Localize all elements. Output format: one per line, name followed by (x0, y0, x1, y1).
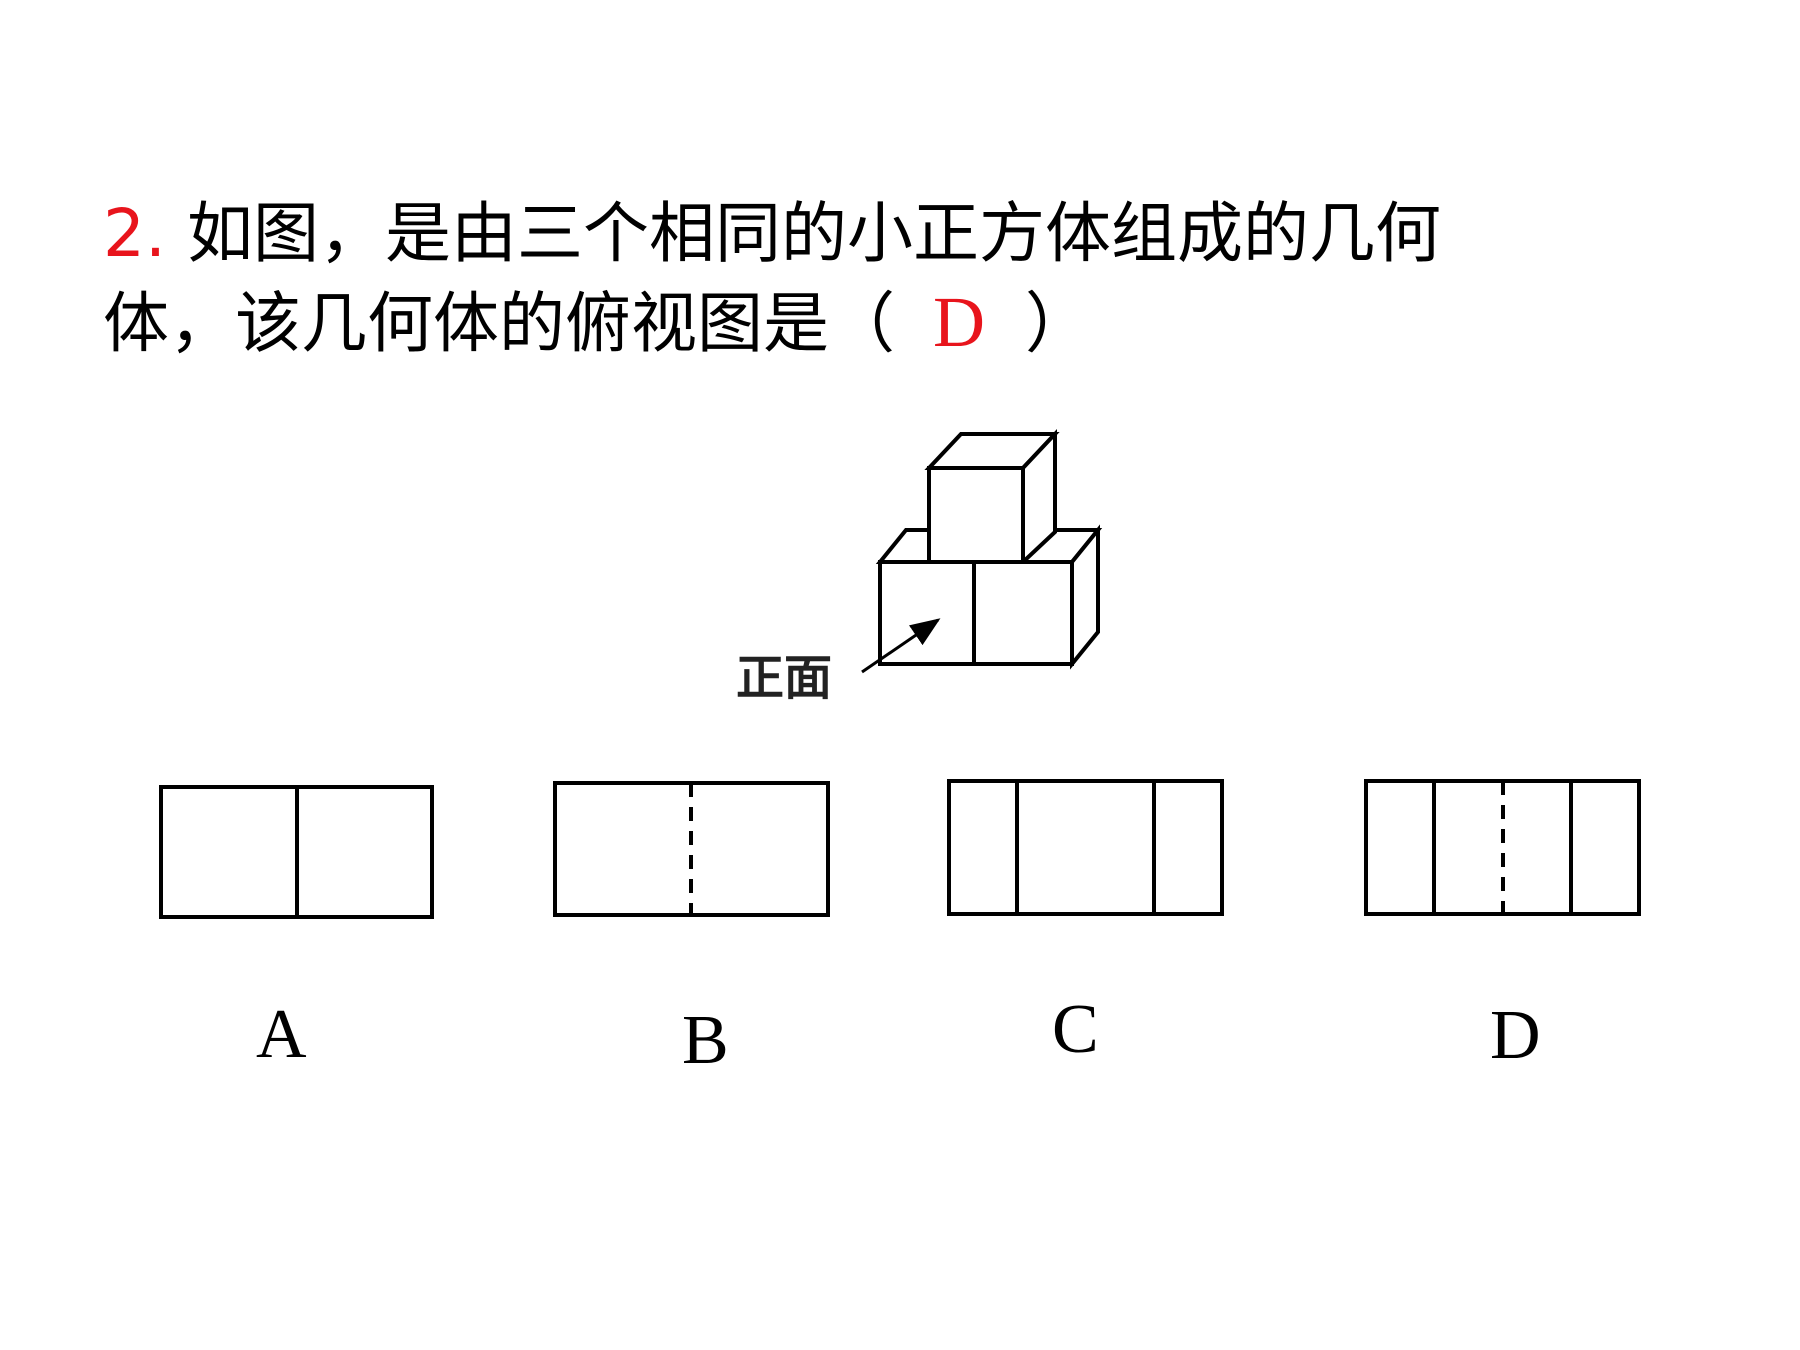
close-paren: ） (1025, 285, 1091, 362)
front-direction-arrow (861, 618, 941, 674)
bottom-right-cube-front-face (972, 560, 1074, 666)
question-line-1-text: 如图，是由三个相同的小正方体组成的几何 (186, 195, 1441, 272)
option-d-view (1364, 779, 1641, 916)
option-b-outline (553, 781, 830, 917)
question-number: 2. (103, 195, 166, 272)
option-c-label: C (1052, 991, 1099, 1068)
open-paren: （ (829, 285, 895, 362)
question-line-1: 2. 如图，是由三个相同的小正方体组成的几何 (103, 190, 1703, 278)
option-a-view (159, 785, 434, 919)
option-c-outline (947, 779, 1224, 916)
option-d-label: D (1490, 997, 1541, 1074)
option-d-outline (1364, 779, 1641, 916)
top-cube-front-face (927, 466, 1025, 564)
question-line-2-text: 体，该几何体的俯视图是 (103, 285, 829, 362)
cube-solid-figure (875, 428, 1103, 670)
question-line-2: 体，该几何体的俯视图是（ D ） (103, 278, 1703, 368)
option-c-view (947, 779, 1224, 916)
option-b-label: B (682, 1002, 729, 1079)
answer-letter: D (933, 282, 985, 362)
front-label: 正面 (736, 650, 832, 706)
option-a-label: A (256, 996, 307, 1073)
question-text: 2. 如图，是由三个相同的小正方体组成的几何 体，该几何体的俯视图是（ D ） (103, 190, 1703, 368)
option-b-view (553, 781, 830, 917)
